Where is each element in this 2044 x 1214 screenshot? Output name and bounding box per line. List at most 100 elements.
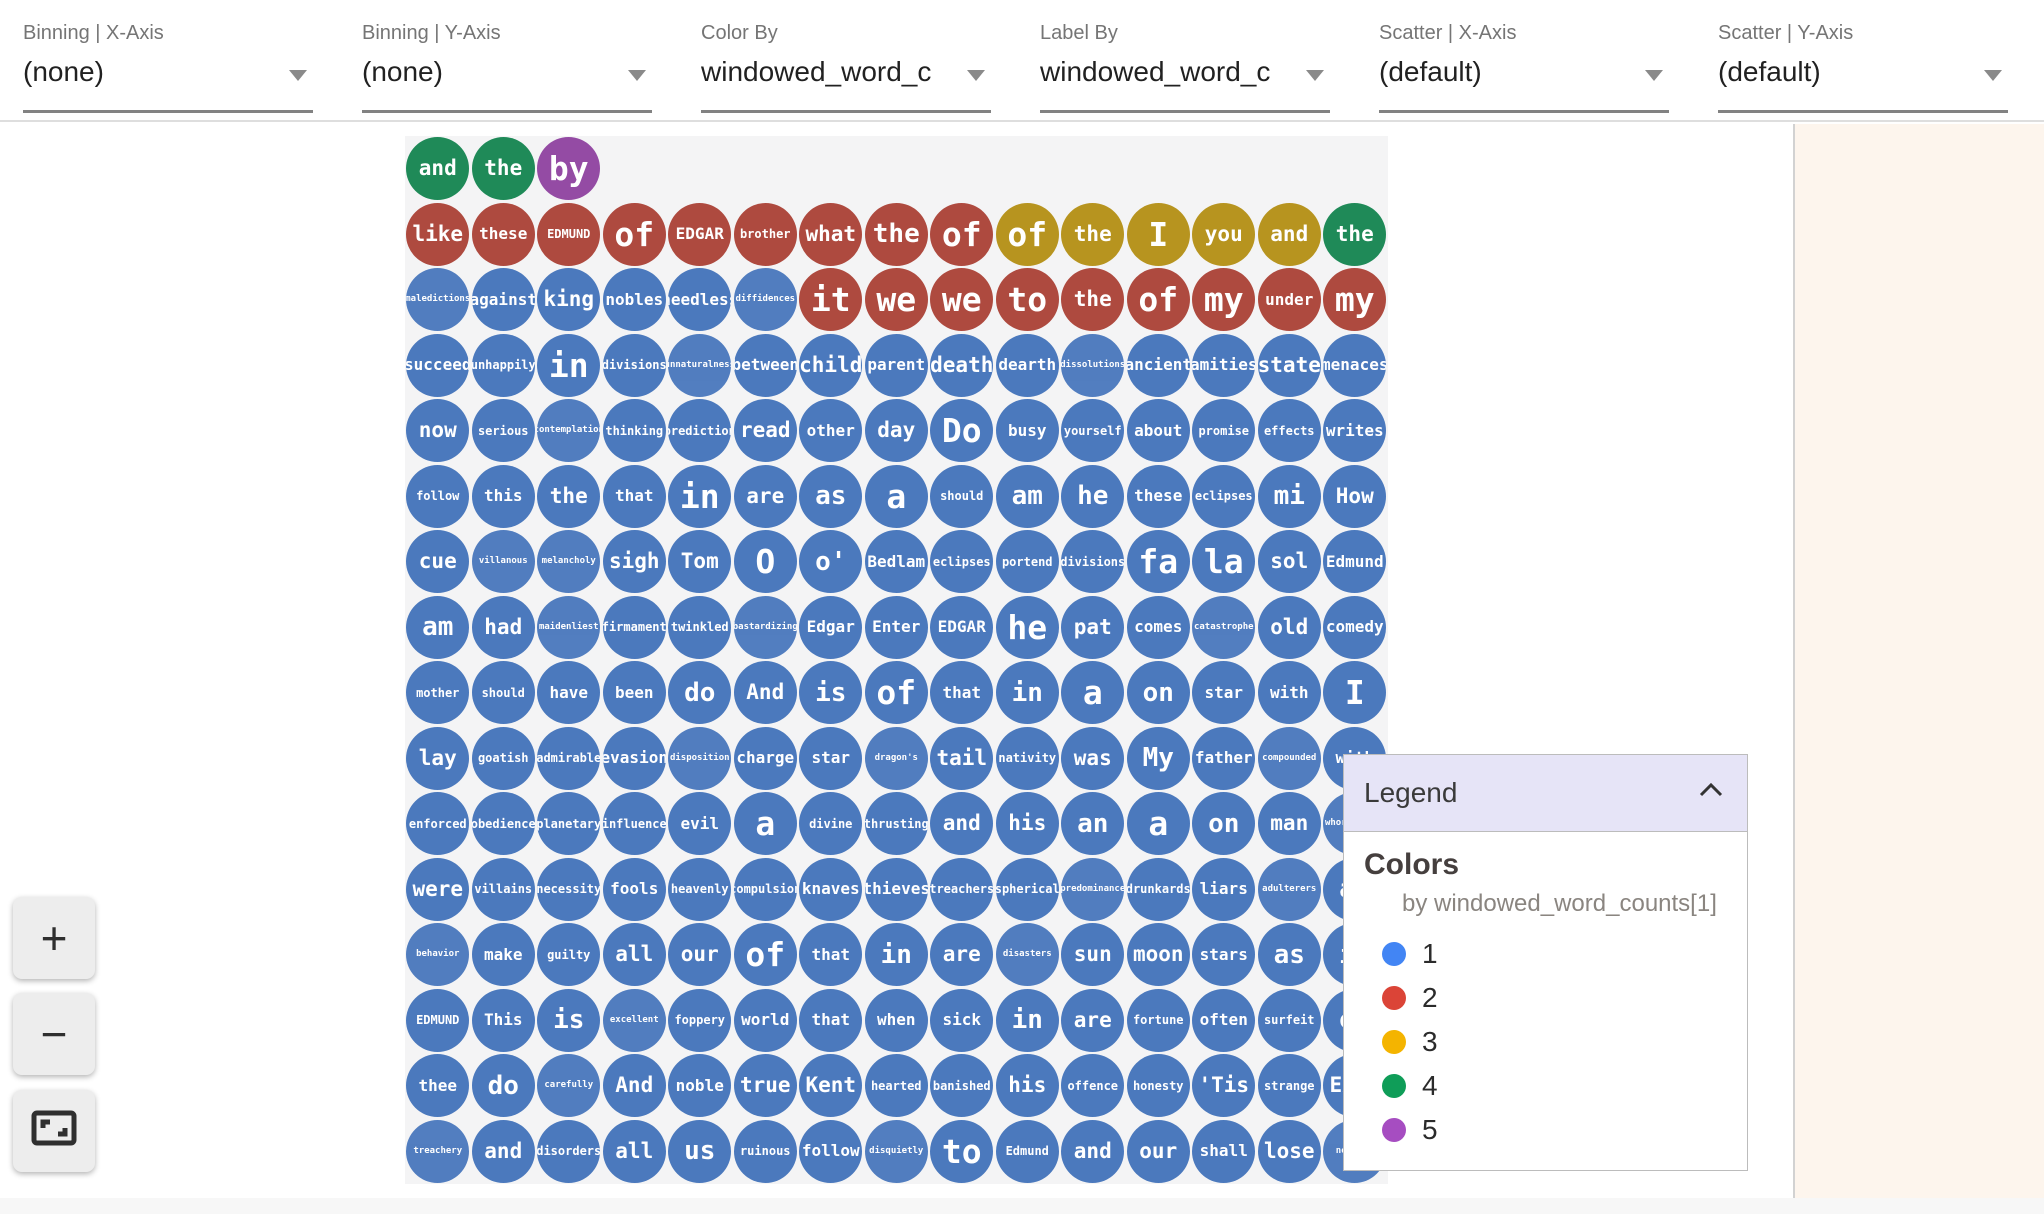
word-circle[interactable]: in bbox=[864, 923, 928, 987]
dropdown-arrow-icon[interactable] bbox=[1306, 70, 1324, 81]
word-circle[interactable]: comes bbox=[1126, 595, 1190, 659]
word-circle[interactable]: eclipses bbox=[930, 530, 994, 594]
word-circle[interactable]: are bbox=[930, 923, 994, 987]
word-circle[interactable]: sick bbox=[930, 988, 994, 1052]
word-circle[interactable]: disasters bbox=[995, 923, 1059, 987]
word-circle[interactable]: what bbox=[799, 202, 863, 266]
word-circle[interactable]: divisions bbox=[1061, 530, 1125, 594]
word-circle[interactable]: state bbox=[1257, 333, 1321, 397]
word-circle[interactable]: compulsion bbox=[733, 857, 797, 921]
word-circle[interactable]: treachers bbox=[930, 857, 994, 921]
word-circle[interactable]: lose bbox=[1257, 1119, 1321, 1183]
word-circle[interactable]: portend bbox=[995, 530, 1059, 594]
word-circle[interactable]: bastardizing bbox=[733, 595, 797, 659]
word-circle[interactable]: we bbox=[864, 268, 928, 332]
word-circle[interactable]: goatish bbox=[471, 726, 535, 790]
color-by-dropdown[interactable]: Color By windowed_word_c bbox=[701, 0, 991, 116]
word-circle[interactable]: necessity bbox=[537, 857, 601, 921]
word-circle[interactable]: have bbox=[537, 661, 601, 725]
word-circle[interactable]: Edgar bbox=[799, 595, 863, 659]
word-circle[interactable]: mother bbox=[406, 661, 470, 725]
dropdown-arrow-icon[interactable] bbox=[289, 70, 307, 81]
word-circle[interactable]: make bbox=[471, 923, 535, 987]
dropdown-arrow-icon[interactable] bbox=[967, 70, 985, 81]
word-circle[interactable]: guilty bbox=[537, 923, 601, 987]
word-circle[interactable]: should bbox=[471, 661, 535, 725]
binning-y-axis-dropdown[interactable]: Binning | Y-Axis (none) bbox=[362, 0, 652, 116]
word-circle[interactable]: are bbox=[733, 464, 797, 528]
word-circle[interactable]: treachery bbox=[406, 1119, 470, 1183]
word-circle[interactable]: ancient bbox=[1126, 333, 1190, 397]
word-circle[interactable]: liars bbox=[1192, 857, 1256, 921]
word-circle[interactable]: fortune bbox=[1126, 988, 1190, 1052]
word-circle[interactable]: our bbox=[1126, 1119, 1190, 1183]
word-circle[interactable]: of bbox=[733, 923, 797, 987]
word-circle[interactable]: My bbox=[1126, 726, 1190, 790]
word-circle[interactable]: serious bbox=[471, 399, 535, 463]
word-circle[interactable]: and bbox=[471, 1119, 535, 1183]
word-circle[interactable]: twinkled bbox=[668, 595, 732, 659]
word-circle[interactable]: knaves bbox=[799, 857, 863, 921]
dropdown-arrow-icon[interactable] bbox=[1645, 70, 1663, 81]
word-circle[interactable]: 'Tis bbox=[1192, 1054, 1256, 1118]
word-circle[interactable]: maledictions bbox=[406, 268, 470, 332]
word-circle[interactable]: all bbox=[602, 923, 666, 987]
word-circle[interactable]: he bbox=[1061, 464, 1125, 528]
word-circle[interactable]: in bbox=[668, 464, 732, 528]
word-circle[interactable]: prediction bbox=[668, 399, 732, 463]
word-circle[interactable]: maidenliest bbox=[537, 595, 601, 659]
word-circle[interactable]: ruinous bbox=[733, 1119, 797, 1183]
word-circle[interactable]: evasion bbox=[602, 726, 666, 790]
word-circle[interactable]: hearted bbox=[864, 1054, 928, 1118]
word-circle[interactable]: divine bbox=[799, 792, 863, 856]
word-circle[interactable]: promise bbox=[1192, 399, 1256, 463]
word-circle[interactable]: lay bbox=[406, 726, 470, 790]
word-circle[interactable]: to bbox=[995, 268, 1059, 332]
word-circle[interactable]: often bbox=[1192, 988, 1256, 1052]
word-circle[interactable]: influence bbox=[602, 792, 666, 856]
word-circle[interactable]: unnaturalness bbox=[668, 333, 732, 397]
word-circle[interactable]: like bbox=[406, 202, 470, 266]
word-circle[interactable]: evil bbox=[668, 792, 732, 856]
word-circle[interactable]: on bbox=[1192, 792, 1256, 856]
word-circle[interactable]: of bbox=[602, 202, 666, 266]
word-circle[interactable]: on bbox=[1126, 661, 1190, 725]
word-circle[interactable]: star bbox=[799, 726, 863, 790]
word-circle[interactable]: are bbox=[1061, 988, 1125, 1052]
word-circle[interactable]: in bbox=[995, 988, 1059, 1052]
word-circle[interactable]: our bbox=[668, 923, 732, 987]
dropdown-arrow-icon[interactable] bbox=[628, 70, 646, 81]
word-circle[interactable]: by bbox=[537, 137, 601, 201]
word-circle[interactable]: you bbox=[1192, 202, 1256, 266]
word-circle[interactable]: and bbox=[1061, 1119, 1125, 1183]
word-circle[interactable]: an bbox=[1061, 792, 1125, 856]
word-circle[interactable]: am bbox=[995, 464, 1059, 528]
dropdown-value[interactable]: windowed_word_c bbox=[701, 56, 932, 87]
word-circle[interactable]: with bbox=[1257, 661, 1321, 725]
word-circle[interactable]: needless bbox=[668, 268, 732, 332]
word-circle[interactable]: EDMUND bbox=[406, 988, 470, 1052]
word-circle[interactable]: his bbox=[995, 1054, 1059, 1118]
word-circle[interactable]: were bbox=[406, 857, 470, 921]
word-circle[interactable]: And bbox=[733, 661, 797, 725]
word-circle[interactable]: in bbox=[537, 333, 601, 397]
fit-to-screen-button[interactable] bbox=[13, 1090, 95, 1172]
word-circle[interactable]: about bbox=[1126, 399, 1190, 463]
word-circle[interactable]: Edmund bbox=[995, 1119, 1059, 1183]
word-circle[interactable]: these bbox=[471, 202, 535, 266]
word-circle[interactable]: the bbox=[1061, 202, 1125, 266]
word-circle[interactable]: la bbox=[1192, 530, 1256, 594]
word-circle[interactable]: villanous bbox=[471, 530, 535, 594]
word-circle[interactable]: sol bbox=[1257, 530, 1321, 594]
word-circle[interactable]: EDGAR bbox=[930, 595, 994, 659]
word-circle[interactable]: melancholy bbox=[537, 530, 601, 594]
word-circle[interactable]: excellent bbox=[602, 988, 666, 1052]
word-circle[interactable]: brother bbox=[733, 202, 797, 266]
word-circle[interactable]: strange bbox=[1257, 1054, 1321, 1118]
word-circle[interactable]: my bbox=[1323, 268, 1387, 332]
word-circle[interactable]: do bbox=[471, 1054, 535, 1118]
word-circle[interactable]: the bbox=[537, 464, 601, 528]
word-circle[interactable]: the bbox=[864, 202, 928, 266]
word-circle[interactable]: honesty bbox=[1126, 1054, 1190, 1118]
word-circle[interactable]: of bbox=[995, 202, 1059, 266]
